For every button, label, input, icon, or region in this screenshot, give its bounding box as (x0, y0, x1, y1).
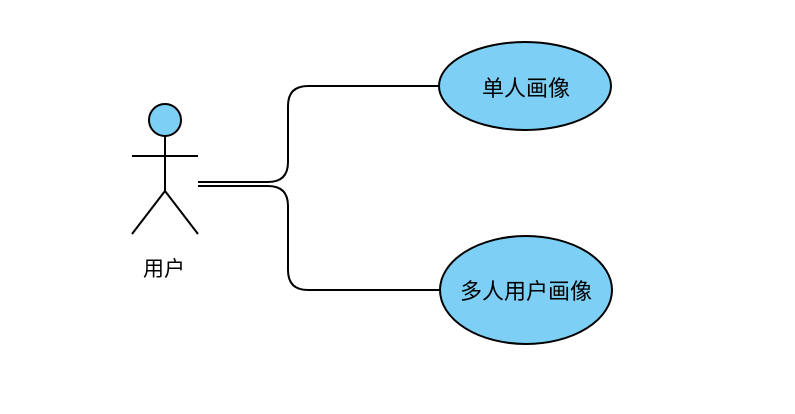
actor-figure (131, 103, 199, 235)
use-case-single-portrait-label: 单人画像 (481, 77, 570, 102)
actor-label: 用户 (143, 257, 185, 281)
connector-multi-portrait (198, 185, 441, 291)
connector-single-portrait (198, 85, 439, 183)
actor-right-leg (164, 190, 199, 235)
use-case-multi-user-portrait-label: 多人用户画像 (459, 280, 592, 305)
actor-head (148, 103, 182, 137)
actor-left-leg (131, 190, 166, 235)
use-case-single-portrait (438, 41, 612, 131)
use-case-multi-user-portrait (439, 235, 613, 345)
